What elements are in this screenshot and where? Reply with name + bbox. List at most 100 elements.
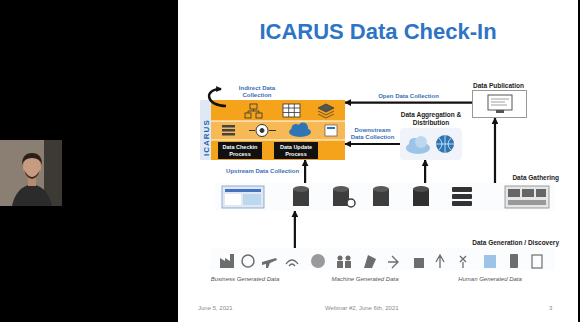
screenshot-icon xyxy=(225,189,261,192)
database-icon xyxy=(347,199,355,207)
screenshot-icon xyxy=(243,194,261,205)
icon-part xyxy=(245,113,251,118)
row-divider xyxy=(211,140,345,141)
globe-icon xyxy=(311,254,325,268)
computer-panel-icon xyxy=(522,189,534,197)
button-label: Data Checkin Process xyxy=(218,144,262,157)
icon-part xyxy=(409,138,419,148)
sensor-icon xyxy=(460,256,466,268)
database-icon xyxy=(333,189,349,206)
building-icon xyxy=(414,258,424,268)
data-gathering-icons xyxy=(222,186,549,208)
cloud-api-icon xyxy=(289,123,337,138)
layers-icon xyxy=(318,104,334,118)
computer-panel-icon xyxy=(508,200,546,205)
flow-arrow xyxy=(345,101,472,103)
aggregation-icon xyxy=(406,135,454,154)
indirect-loop-arrow xyxy=(209,89,226,106)
icon-part xyxy=(415,136,427,148)
icon-part xyxy=(249,130,276,131)
slide-background xyxy=(178,0,578,322)
icon-part xyxy=(260,129,264,133)
flow-arrow xyxy=(424,160,426,183)
people-icon xyxy=(338,256,343,261)
process-button: Data Update Process xyxy=(274,142,318,159)
icon-part xyxy=(248,109,259,113)
computer-panel-icon xyxy=(508,189,520,197)
process-icon xyxy=(249,125,276,137)
row-divider xyxy=(211,121,345,122)
icon-part xyxy=(298,123,308,133)
icarus-box-decor xyxy=(200,100,345,160)
database-icon xyxy=(293,189,309,206)
plane-icon xyxy=(262,258,277,268)
footer-event: Webinar #2, June 6th, 2021 xyxy=(325,305,455,312)
icon-part xyxy=(318,104,334,112)
computer-panel-icon xyxy=(505,186,549,208)
box-label: ICARUS xyxy=(201,119,210,156)
publication-box: Data Publication xyxy=(472,90,527,118)
slide-title: ICARUS Data Check-In xyxy=(178,19,578,45)
icon-part xyxy=(256,113,262,118)
gathering-band: Data Gathering xyxy=(215,183,555,211)
computer-panel-icon xyxy=(536,189,546,197)
button-label: Data Update Process xyxy=(274,144,318,157)
icon-part xyxy=(222,133,235,136)
generation-band: Data Generation / Discovery xyxy=(210,248,555,270)
icon-part xyxy=(327,127,335,129)
icarus-box: ICARUS Data Checkin Process Data Update Pr… xyxy=(200,100,345,160)
screenshot-icon xyxy=(222,186,264,208)
stack-icon xyxy=(222,125,235,136)
icon-part xyxy=(222,125,235,128)
icon-part xyxy=(318,111,334,115)
icon-part xyxy=(250,104,257,109)
icon-part xyxy=(325,125,337,136)
icon-part xyxy=(283,104,300,117)
tablet-icon xyxy=(532,255,542,268)
icarus-strip xyxy=(200,100,211,160)
hierarchy-icon xyxy=(245,104,262,118)
icon-part xyxy=(436,135,454,153)
box-heading: Data Aggregation & Distribution xyxy=(400,111,462,126)
webcam-thumbnail xyxy=(0,140,62,206)
category-label: Machine Generated Data xyxy=(315,276,415,283)
icon-part xyxy=(488,95,512,110)
edge-label: Downstream Data Collection xyxy=(348,127,398,141)
flow-arrow xyxy=(494,118,496,183)
flow-arrow xyxy=(345,143,400,145)
server-icon xyxy=(452,187,472,192)
database-icon xyxy=(413,189,429,206)
edge-label: Upstream Data Collection xyxy=(225,168,300,175)
database-icon xyxy=(413,186,429,192)
wifi-icon xyxy=(286,260,298,266)
flow-arrow xyxy=(294,211,296,248)
people-icon xyxy=(337,261,343,268)
factory-icon xyxy=(220,254,234,268)
people-icon xyxy=(345,261,351,268)
box-heading: Data Publication xyxy=(473,82,526,89)
icon-part xyxy=(318,114,334,118)
icon-part xyxy=(283,104,300,117)
database-icon xyxy=(333,186,349,192)
icon-part xyxy=(292,124,301,133)
icon-part xyxy=(289,127,311,137)
icon-part xyxy=(406,142,430,154)
database-icon xyxy=(373,186,389,192)
category-label: Human Generated Data xyxy=(440,276,540,283)
screenshot-icon xyxy=(225,194,241,205)
database-icon xyxy=(293,186,309,192)
publication-icon xyxy=(488,95,512,113)
database-icon xyxy=(373,189,389,206)
flow-arrow xyxy=(304,160,306,183)
people-icon xyxy=(346,256,351,261)
phone-icon xyxy=(510,254,518,268)
aggregation-box: Data Aggregation & Distribution xyxy=(400,128,462,160)
annotation-label: Indirect Data Collection xyxy=(231,85,283,99)
footer-date: June 5, 2021 xyxy=(198,305,233,312)
band-heading: Data Generation / Discovery xyxy=(214,239,559,246)
gauge-icon xyxy=(242,255,254,267)
